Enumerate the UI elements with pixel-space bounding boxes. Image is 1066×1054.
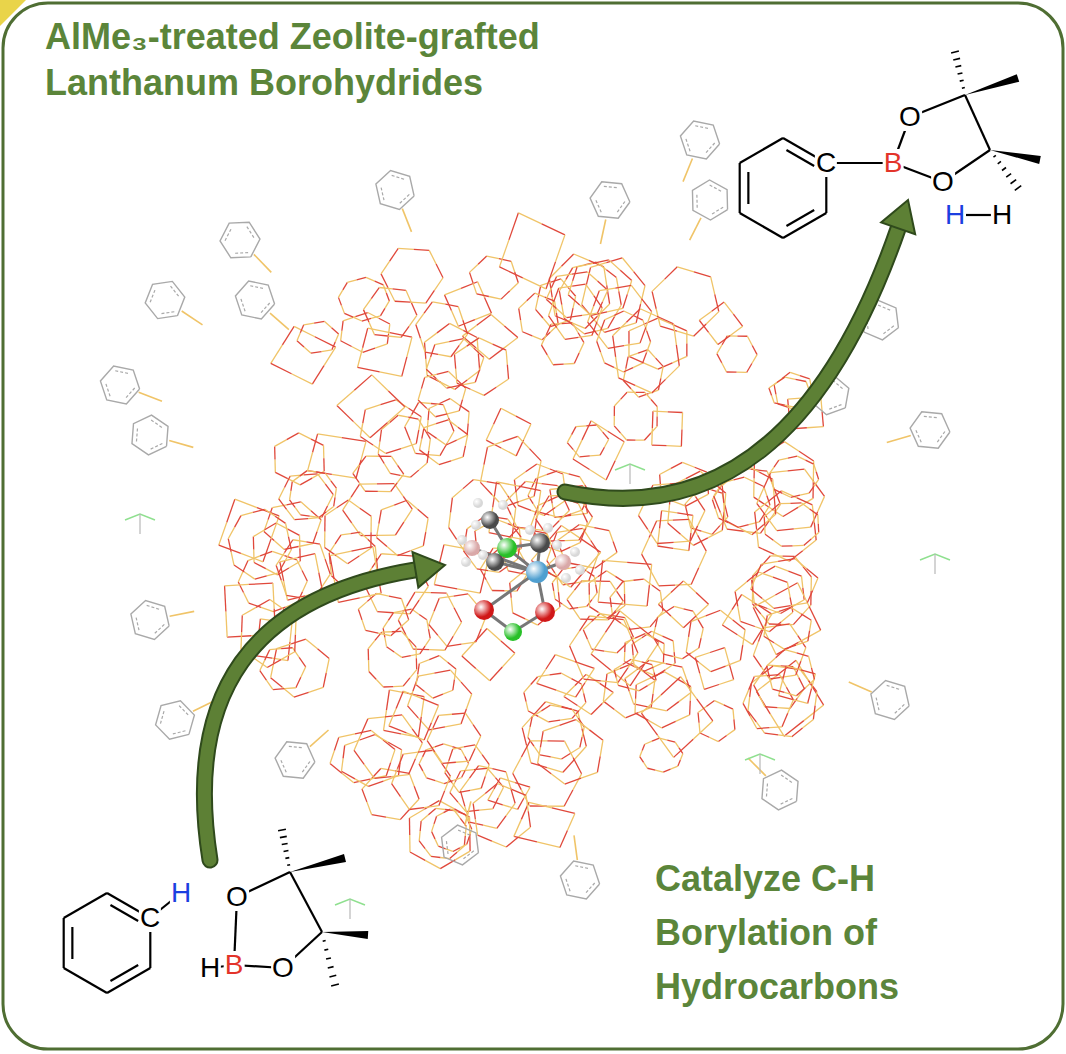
atom-label: C (815, 149, 837, 177)
curved-arrow (565, 200, 915, 498)
zeolite-framework (219, 213, 825, 869)
la-cluster (457, 498, 585, 641)
atom-label: H (199, 954, 221, 982)
atom-label: O (271, 954, 295, 982)
atom-label: H (944, 201, 966, 229)
atom-label: H (170, 879, 192, 907)
atom-label: C (139, 904, 161, 932)
atom-label: B (883, 149, 904, 177)
chemical-structures (64, 51, 1041, 993)
atom-label: O (225, 883, 249, 911)
phenyl-groups (100, 121, 950, 919)
frame (3, 3, 1063, 1049)
atom-label: H (991, 201, 1013, 229)
curved-arrow (204, 552, 445, 860)
caption-text: Catalyze C-H Borylation of Hydrocarbons (655, 852, 995, 1014)
atom-label: B (224, 951, 245, 979)
atom-label: O (898, 103, 922, 131)
title: AlMe₃-treated Zeolite-grafted Lanthanum … (45, 14, 695, 106)
atom-label: O (931, 168, 955, 196)
corner-mark (0, 0, 26, 26)
